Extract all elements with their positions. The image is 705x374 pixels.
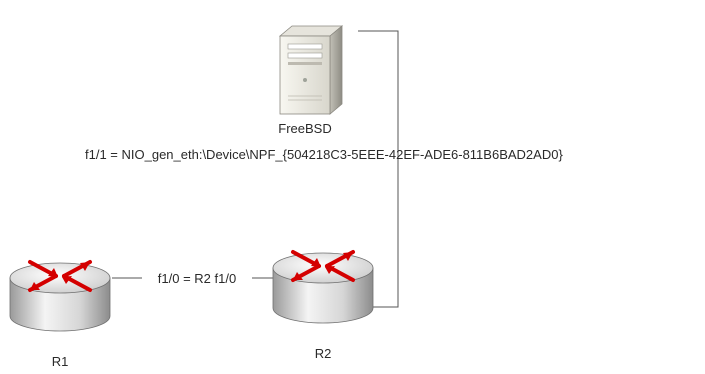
r1-router-icon [9,260,111,332]
link-r1-r2-label: f1/0 = R2 f1/0 [158,271,236,286]
r2-label: R2 [315,346,332,361]
link-freebsd-r2 [356,30,399,308]
freebsd-label: FreeBSD [278,121,331,136]
link-r1-r2-label-bg [142,269,252,287]
link-freebsd-r2-label: f1/1 = NIO_gen_eth:\Device\NPF_{504218C3… [85,147,563,162]
r2-router-icon [272,250,374,324]
r1-label: R1 [52,354,69,369]
freebsd-server-icon [278,25,344,115]
